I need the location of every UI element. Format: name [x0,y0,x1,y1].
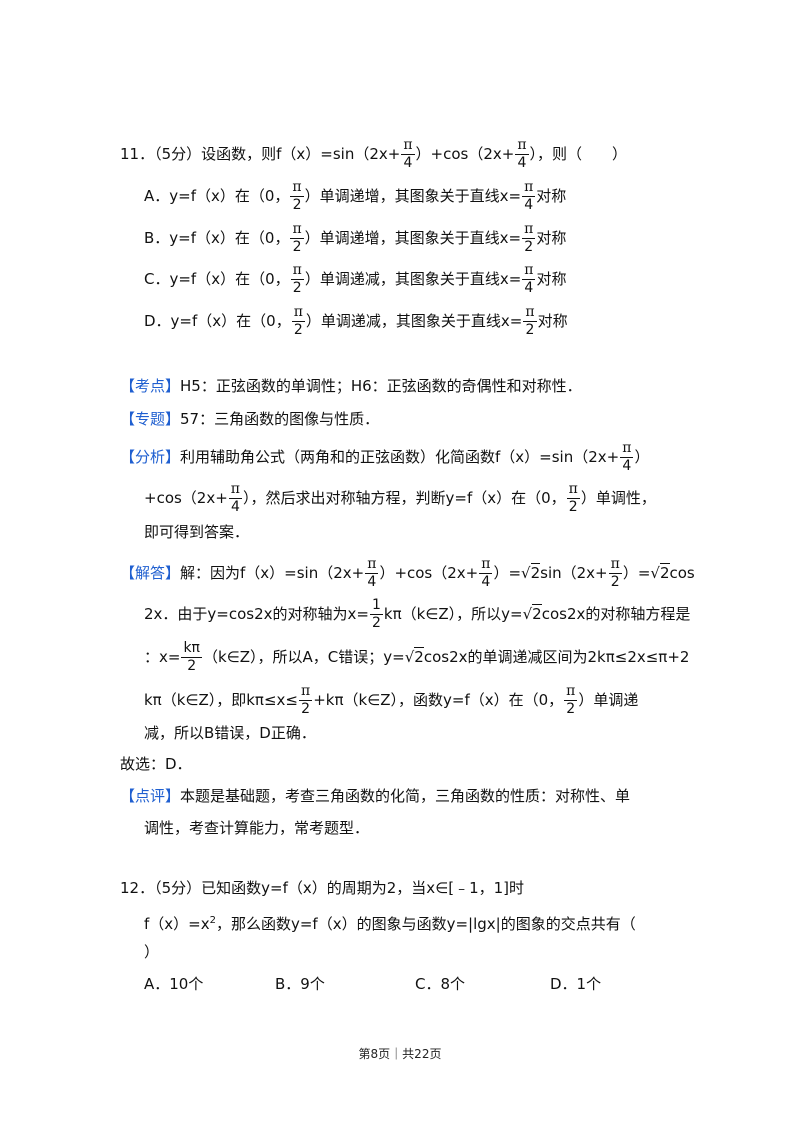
dianping-line-2: 调性，考查计算能力，常考题型． [144,819,370,837]
q12-line-2: f（x）=x2，那么函数y=f（x）的图象与函数y=|lgx|的图象的交点共有（ [144,915,636,933]
q12-line-1: 12．（5分）已知函数y=f（x）的周期为2，当x∈[﹣1，1]时 [120,879,525,897]
zhuanti-tag: 【专题】 [120,410,181,428]
jieda-tag: 【解答】 [120,564,181,582]
fenxi-line-3: 即可得到答案． [144,523,250,541]
sqrt-icon: √ [650,564,660,582]
sqrt-icon: √ [521,564,531,582]
kaodian-tag: 【考点】 [120,377,181,395]
q12-line-3: ） [144,943,160,961]
dianping-tag: 【点评】 [120,787,181,805]
dianping-line-1: 【点评】本题是基础题，考查三角函数的化简，三角函数的性质：对称性、单 [120,787,631,805]
sqrt-icon: √ [522,605,533,623]
guxuan-line: 故选：D． [120,755,192,773]
zhuanti-line: 【专题】57：三角函数的图像与性质． [120,410,380,428]
kaodian-line: 【考点】H5：正弦函数的单调性；H6：正弦函数的奇偶性和对称性． [120,377,582,395]
sqrt-icon: √ [404,648,415,666]
q12-option-c: C．8个 [415,975,466,993]
q12-option-b: B．9个 [275,975,325,993]
page-footer: 第8页｜共22页 [358,1047,442,1061]
fenxi-tag: 【分析】 [120,448,181,466]
q12-option-a: A．10个 [144,975,204,993]
jieda-line-5: 减，所以B错误，D正确． [144,724,316,742]
q12-option-d: D．1个 [550,975,602,993]
